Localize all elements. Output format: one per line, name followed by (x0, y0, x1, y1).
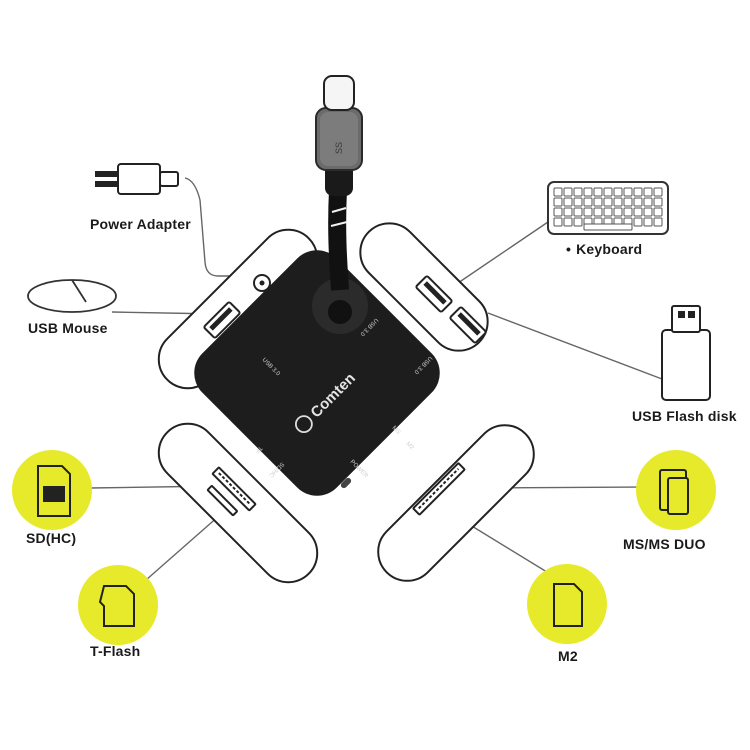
memory-stick-icon (636, 450, 716, 530)
keyboard-key (593, 197, 603, 207)
tf-slot (206, 485, 238, 517)
keyboard-key (593, 207, 603, 217)
ss-logo: SS (334, 142, 344, 154)
m2-line (461, 519, 561, 581)
panel-left-bottom (157, 422, 319, 584)
m2-card-icon (527, 564, 607, 644)
keyboard-key (573, 207, 583, 217)
keyboard-label-text: Keyboard (576, 241, 643, 257)
hub-port-label: M2 (405, 441, 416, 452)
keyboard-key (573, 217, 583, 227)
power-adapter-label: Power Adapter (90, 216, 191, 232)
hub-port-label: TF (253, 445, 263, 455)
tflash-line (145, 514, 221, 581)
power-led (340, 477, 352, 489)
keyboard-key (603, 187, 613, 197)
keyboard-key (563, 217, 573, 227)
keyboard-key (573, 197, 583, 207)
keyboard-key (643, 217, 653, 227)
keyboard-key (653, 207, 663, 217)
keyboard-key (553, 187, 563, 197)
keyboard-key (563, 207, 573, 217)
keyboard-key (633, 207, 643, 217)
m2-label: M2 (558, 648, 578, 664)
keyboard-key (653, 197, 663, 207)
keyboard-key (653, 187, 663, 197)
keyboard-key (583, 207, 593, 217)
keyboard-key (623, 207, 633, 217)
usb-mouse-label: USB Mouse (28, 320, 108, 336)
sd-hc-label: SD(HC) (26, 530, 77, 546)
usb-c-cable: SS (315, 75, 363, 291)
keyboard-key (553, 207, 563, 217)
keyboard-key (653, 217, 663, 227)
keyboard-key (643, 207, 653, 217)
keyboard-key (633, 217, 643, 227)
keyboard-line (457, 221, 549, 284)
keyboard-key (553, 217, 563, 227)
usb-flash-disk-label: USB Flash disk (632, 408, 737, 424)
keyboard-key (643, 197, 653, 207)
keyboard-key (553, 197, 563, 207)
keyboard-key (613, 207, 623, 217)
mouse-icon (27, 279, 117, 313)
keyboard-key (643, 187, 653, 197)
keyboard-spacebar (583, 223, 633, 231)
keyboard-key (583, 187, 593, 197)
usb-flash-drive-icon (661, 305, 711, 401)
keyboard-key (613, 187, 623, 197)
usb-c-plug (323, 75, 355, 111)
keyboard-key (623, 197, 633, 207)
keyboard-key (633, 187, 643, 197)
power-adapter-icon (95, 163, 179, 195)
panel-right-bottom (377, 424, 535, 582)
keyboard-key (583, 197, 593, 207)
keyboard-key (603, 197, 613, 207)
keyboard-key (573, 187, 583, 197)
keyboard-key (633, 197, 643, 207)
keyboard-key (613, 197, 623, 207)
panel-ports (203, 274, 487, 517)
keyboard-key (563, 197, 573, 207)
sd-card-icon (12, 450, 92, 530)
keyboard-key (563, 187, 573, 197)
keyboard-label: •Keyboard (566, 241, 643, 257)
keyboard-icon (547, 181, 669, 235)
hub-port-label: MS (391, 425, 402, 436)
t-flash-label: T-Flash (90, 643, 141, 659)
keyboard-key (603, 207, 613, 217)
hub-body: Comten USB 3.0 USB 3.0 USB 3.0 SD/HC TF … (194, 250, 440, 496)
ms-duo-label: MS/MS DUO (623, 536, 706, 552)
micro-sd-card-icon (78, 565, 158, 645)
power-adapter-line (184, 177, 248, 277)
flash-line (487, 312, 663, 380)
keyboard-key (593, 187, 603, 197)
keyboard-key (623, 187, 633, 197)
